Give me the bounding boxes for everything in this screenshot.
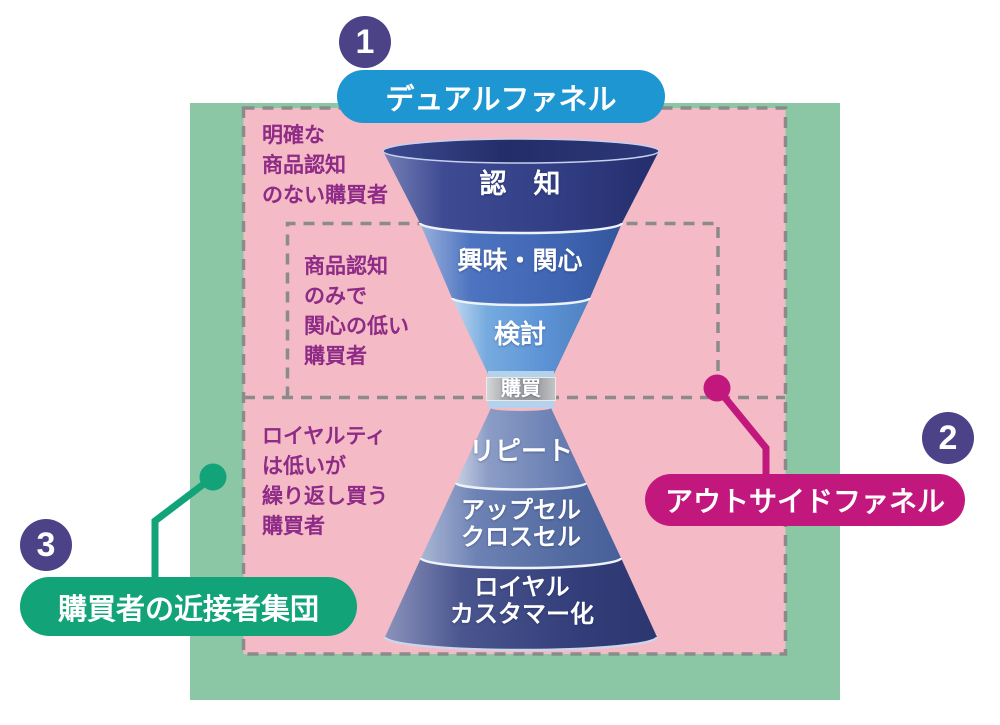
stage-label-repeat: リピート xyxy=(468,436,573,466)
stage-label-upsell-line2: クロスセル xyxy=(461,523,581,551)
dual-funnel-label: デュアルファネル xyxy=(337,70,665,123)
note-low-loyalty: ロイヤルティ は低いが 繰り返し買う 購買者 xyxy=(262,422,388,542)
badge-2: 2 xyxy=(922,412,974,464)
outside-funnel-connector-dot xyxy=(703,374,731,402)
stage-label-loyal-line2: カスタマー化 xyxy=(450,600,594,628)
note-line: 繰り返し買う xyxy=(262,485,388,508)
note-line: 明確な xyxy=(262,124,325,147)
stage-label-awareness: 認 知 xyxy=(479,169,561,199)
note-low-interest: 商品認知 のみで 関心の低い 購買者 xyxy=(304,252,409,372)
badge-3: 3 xyxy=(20,519,72,571)
stage-label-interest: 興味・関心 xyxy=(457,247,583,275)
stage-label-loyal: ロイヤル カスタマー化 xyxy=(401,574,643,629)
separator-repeat-upsell xyxy=(454,482,588,491)
separator-awareness-interest xyxy=(418,222,624,235)
note-line: 商品認知 xyxy=(262,154,346,177)
note-line: ロイヤルティ xyxy=(262,425,387,448)
note-line: のない購買者 xyxy=(262,184,388,207)
note-line: のみで xyxy=(304,285,367,308)
stage-label-upsell-line1: アップセル xyxy=(461,497,581,524)
stage-label-purchase: 購買 xyxy=(501,378,541,400)
proximity-group-label: 購買者の近接者集団 xyxy=(20,577,357,636)
note-line: 購買者 xyxy=(304,345,367,368)
note-line: 購買者 xyxy=(262,515,325,538)
funnel-stage-awareness xyxy=(383,151,659,233)
funnel-stage-loyal xyxy=(385,558,657,650)
proximity-connector-line xyxy=(151,474,216,580)
stage-label-upsell: アップセル クロスセル xyxy=(401,497,641,552)
note-line: 商品認知 xyxy=(304,255,388,278)
note-no-awareness: 明確な 商品認知 のない購買者 xyxy=(262,121,388,211)
stage-label-loyal-line1: ロイヤル xyxy=(474,574,570,601)
proximity-connector-dot xyxy=(199,463,227,491)
separator-interest-consideration xyxy=(450,297,592,307)
separator-upsell-loyal xyxy=(419,557,623,570)
outside-funnel-label: アウトサイドファネル xyxy=(645,474,965,526)
badge-1: 1 xyxy=(339,16,391,68)
outside-funnel-connector-line xyxy=(714,385,770,477)
funnel-stage-repeat xyxy=(456,408,586,490)
funnel-bottom-rim xyxy=(383,636,659,652)
funnel-neck-purchase xyxy=(486,377,556,401)
stage-label-consideration: 検討 xyxy=(493,319,546,349)
note-line: 関心の低い xyxy=(304,315,409,338)
funnel-stage-upsell xyxy=(421,483,621,568)
funnel-top-rim xyxy=(382,138,660,164)
note-line: は低いが xyxy=(262,455,346,478)
funnel-stage-interest xyxy=(420,223,622,305)
funnel-stage-consideration xyxy=(452,298,590,378)
